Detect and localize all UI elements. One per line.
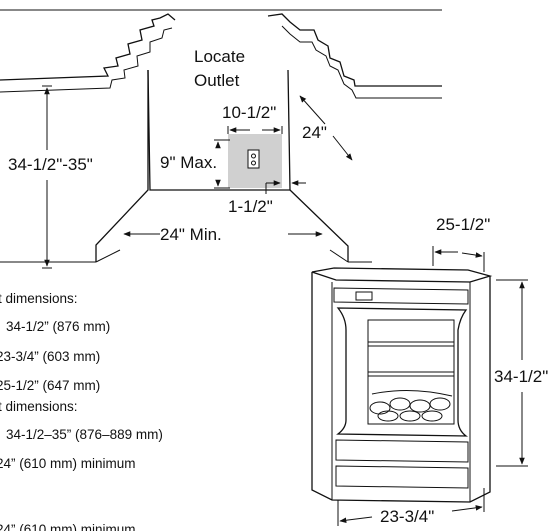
outlet-offset-label: 1-1/2": [228, 197, 273, 216]
product-dimensions-heading: t dimensions:: [0, 291, 78, 306]
opening-back: [147, 69, 291, 191]
product-spec-height: 34-1/2” (876 mm): [6, 319, 110, 334]
cutout-drawing: Locate Outlet 34-1/2"-35" 24" 10-1/2" 9"…: [0, 13, 442, 269]
opening-right-side: [289, 189, 349, 262]
product-width-label: 23-3/4": [380, 507, 434, 526]
left-countertop: [0, 13, 176, 81]
cutout-spec-width: 24” (610 mm) minimum: [0, 456, 136, 471]
product-depth-label: 25-1/2": [436, 215, 490, 234]
outlet-width-label: 10-1/2": [222, 103, 276, 122]
cutout-height-label: 34-1/2"-35": [8, 155, 93, 174]
opening-left-side: [95, 70, 149, 262]
product-drawing: 25-1/2" 34-1/2" 23-3/4": [311, 215, 548, 526]
product-body: [311, 272, 491, 503]
cutout-spec-height: 34-1/2–35” (876–889 mm): [6, 427, 163, 442]
product-spec-depth: 25-1/2” (647 mm): [0, 378, 100, 393]
locate-outlet-line1: Locate: [194, 47, 245, 66]
product-door: [336, 307, 468, 437]
cutout-depth-label: 24": [302, 123, 327, 142]
locate-outlet-line2: Outlet: [194, 71, 240, 90]
bottle-rack: [369, 389, 453, 422]
cutout-width-label: 24" Min.: [160, 225, 222, 244]
cutout-spec-depth: 24” (610 mm) minimum: [0, 522, 136, 531]
product-spec-width: 23-3/4” (603 mm): [0, 349, 100, 364]
product-top: [311, 267, 493, 283]
cutout-dimensions-heading: t dimensions:: [0, 399, 78, 414]
spec-text: t dimensions: 34-1/2” (876 mm) 23-3/4” (…: [0, 291, 163, 531]
outlet-icon: [247, 149, 260, 169]
outlet-height-label: 9" Max.: [160, 153, 217, 172]
right-countertop: [267, 13, 442, 87]
product-height-label: 34-1/2": [494, 367, 548, 386]
